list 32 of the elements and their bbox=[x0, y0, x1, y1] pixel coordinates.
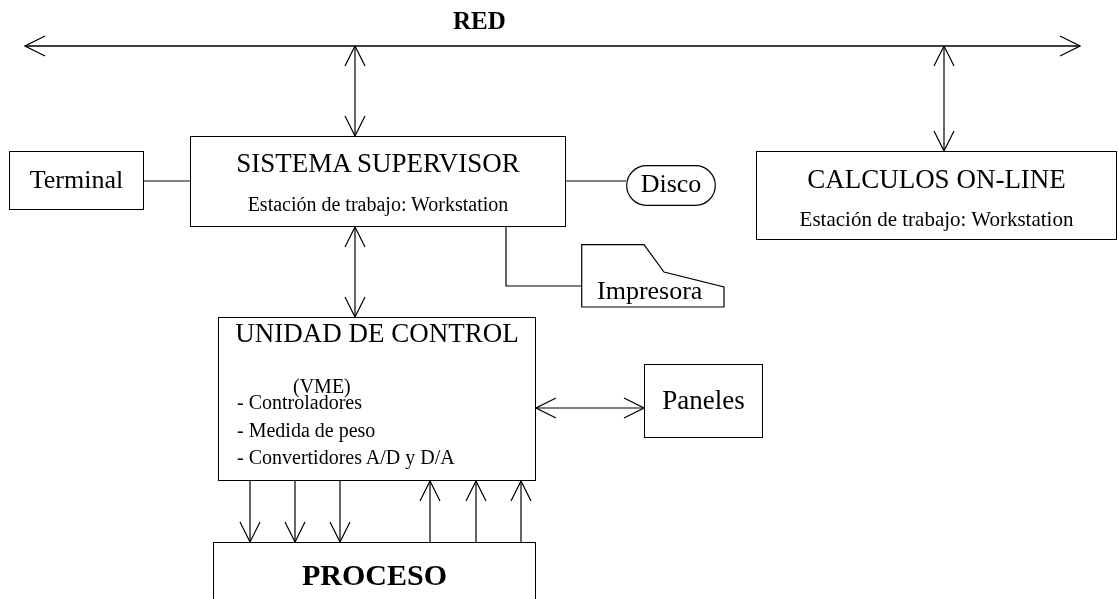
node-title: UNIDAD DE CONTROL bbox=[234, 319, 520, 349]
process-box bbox=[644, 364, 763, 438]
node-title: Paneles bbox=[661, 386, 746, 416]
storage-terminator bbox=[626, 165, 716, 206]
connector-arrow bbox=[465, 480, 487, 543]
node-text: - Convertidores A/D y D/A bbox=[237, 446, 455, 468]
process-box bbox=[756, 151, 1117, 240]
node-title: RED bbox=[453, 7, 506, 35]
node-text: - Medida de peso bbox=[237, 419, 376, 441]
process-box bbox=[213, 542, 536, 599]
node-text: Estación de trabajo: Workstation bbox=[798, 208, 1075, 232]
connector-arrow bbox=[933, 45, 955, 152]
process-box bbox=[190, 136, 566, 227]
connector-arrow bbox=[344, 45, 366, 137]
connector-arrow bbox=[344, 226, 366, 318]
node-title: CALCULOS ON-LINE bbox=[806, 165, 1067, 195]
node-text: Estación de trabajo: Workstation bbox=[246, 193, 510, 215]
node-title: PROCESO bbox=[301, 558, 448, 591]
connector-arrow bbox=[239, 480, 261, 543]
process-box bbox=[218, 317, 536, 481]
connector-arrow bbox=[284, 480, 306, 543]
node-title: Disco bbox=[639, 170, 703, 199]
connector-arrow bbox=[510, 480, 532, 543]
node-title: Terminal bbox=[28, 166, 125, 195]
connector-arrow bbox=[535, 397, 645, 419]
printer-shape bbox=[581, 244, 725, 308]
connector-arrow bbox=[329, 480, 351, 543]
connector-arrow bbox=[419, 480, 441, 543]
node-title: SISTEMA SUPERVISOR bbox=[235, 149, 521, 179]
node-text: (VME) bbox=[293, 375, 351, 397]
process-box bbox=[9, 151, 144, 210]
node-title: Impresora bbox=[597, 277, 703, 306]
